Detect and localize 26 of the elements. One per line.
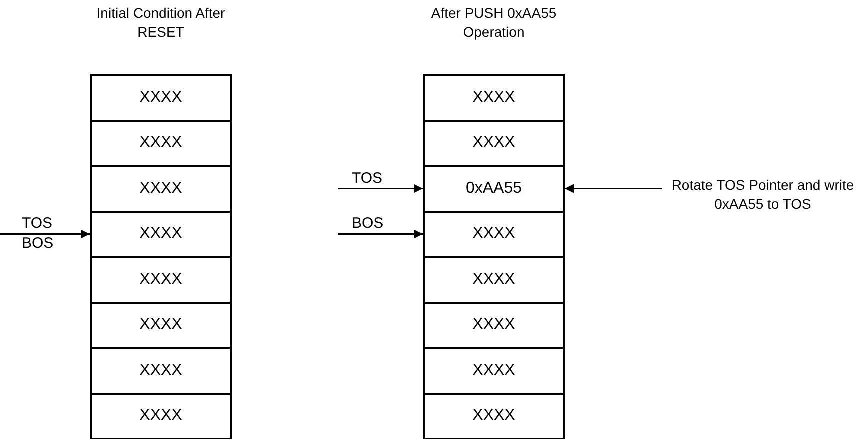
stack-cell: XXXX [90,347,232,394]
stack-cell: XXXX [90,392,232,439]
arrow [338,184,423,194]
edge-label: TOS [352,170,383,187]
stack-cell: XXXX [423,392,565,439]
stack-cell: XXXX [423,347,565,394]
stack-cell: XXXX [423,210,565,258]
arrow [0,230,90,239]
annotation-text: Rotate TOS Pointer and write 0xAA55 to TOS [668,176,858,214]
stack-cell: XXXX [90,210,232,258]
edge-label: TOS BOS [22,214,55,254]
stack-cell: 0xAA55 [423,165,565,212]
stack-cell: XXXX [90,165,232,212]
edge-label: BOS [352,215,384,232]
stack-cell: XXXX [423,120,565,167]
stack-heading: After PUSH 0xAA55 Operation [430,4,558,42]
stack-cell: XXXX [90,120,232,167]
stack-cell: XXXX [90,256,232,304]
stack-cell: XXXX [423,302,565,349]
stack-heading: Initial Condition After RESET [96,4,226,42]
arrow [565,184,662,194]
stack-cell: XXXX [423,256,565,304]
arrow [338,230,423,239]
stack-cell: XXXX [423,74,565,122]
stack-cell: XXXX [90,302,232,349]
stack-cell: XXXX [90,74,232,122]
